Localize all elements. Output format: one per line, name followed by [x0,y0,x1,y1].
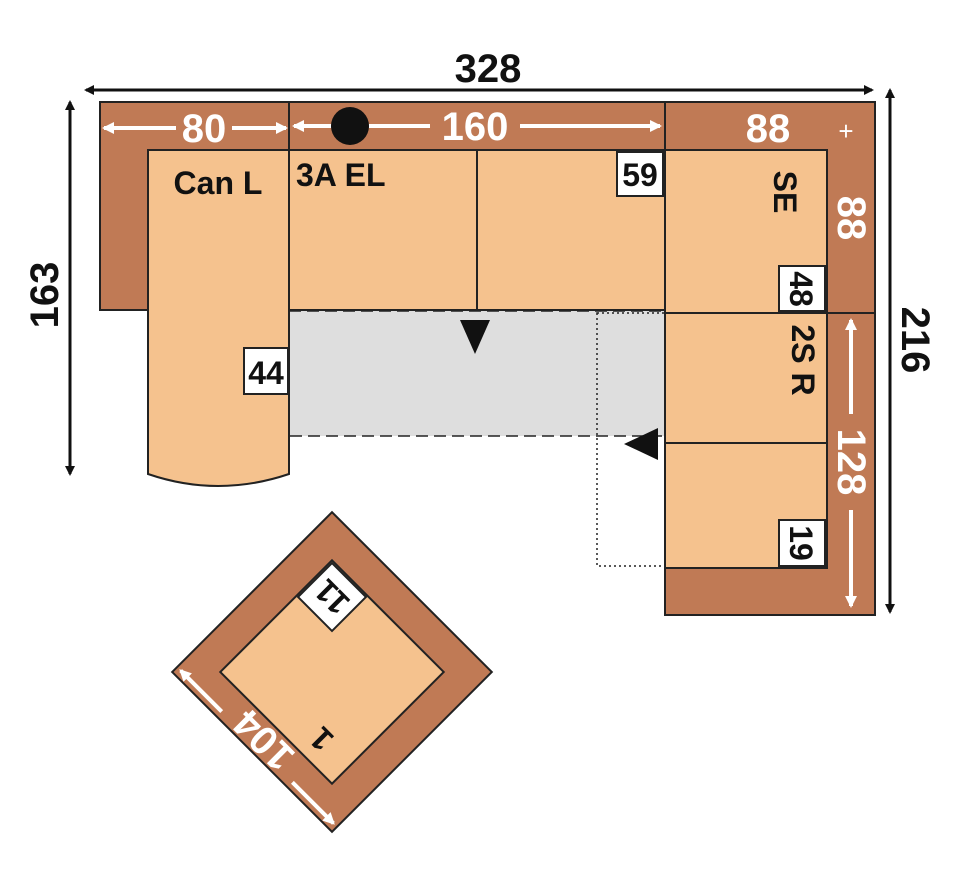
right-extension-outline [596,312,666,567]
left-height-label: 163 [23,262,67,329]
module-can-l: Can L 44 [99,101,291,487]
center-number: 59 [622,157,658,193]
left-height-dimension: 163 [23,100,75,476]
pull-down-arrow-icon [460,320,490,354]
right-height-label: 216 [893,307,937,374]
total-width-dimension: 328 [84,47,874,95]
corner-number-box [778,265,826,312]
right-module-label: 2S R [785,324,821,395]
center-module-label: 3A EL [296,157,386,193]
right-number-box [778,519,826,567]
chair-cushion [218,558,446,786]
can-width-dimension: 80 [102,107,288,151]
chair-number-box [296,561,368,633]
can-cushion [147,149,290,487]
right-seat-top [664,312,828,444]
module-3a-el: 3A EL 59 [288,101,666,311]
can-width-label: 80 [182,107,227,151]
corner-depth-label: 88 [829,196,873,241]
right-length-label: 128 [829,429,873,496]
chair-width-arrow-left [179,669,224,714]
corner-module-label: SE [767,171,803,214]
right-height-dimension: 216 [885,88,937,614]
plus-icon: + [838,116,853,146]
right-number: 19 [783,525,819,561]
center-seat-left [288,149,478,311]
corner-width-label: 88 [746,107,791,151]
can-module-label: Can L [174,165,263,201]
corner-number: 48 [783,271,819,307]
pull-left-arrow-icon [624,428,658,460]
module-2s-r: 2S R 19 128 [664,312,876,616]
center-width-label: 160 [442,105,509,149]
module-se: 88 88 + SE 48 [664,101,876,314]
can-number: 44 [248,355,284,391]
total-width-label: 328 [455,47,522,91]
chair-width-arrow-right [290,780,335,825]
can-number-box [243,347,289,395]
center-width-dimension: 160 [292,105,662,149]
module-armchair: 11 1 104 [170,510,494,834]
power-button-icon [331,107,369,145]
center-number-box [616,151,664,197]
